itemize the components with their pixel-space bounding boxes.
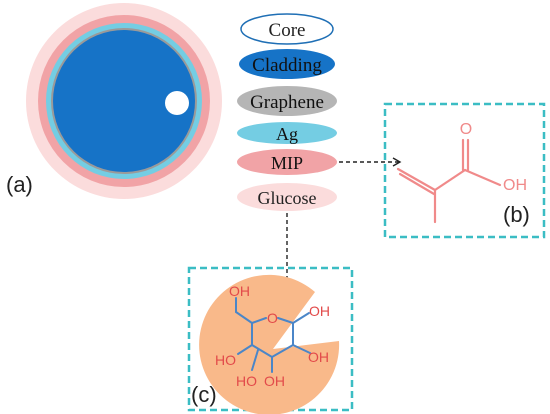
legend-graphene-ellipse xyxy=(237,86,337,116)
mac-hydroxyl: OH xyxy=(503,177,527,194)
bond-ch2-double-b xyxy=(398,172,436,196)
glu-bond-c2-oh xyxy=(292,344,311,354)
panel-label-b: (b) xyxy=(503,202,530,227)
glu-bond-c5-c6 xyxy=(235,311,253,324)
legend-cladding-label: Cladding xyxy=(252,55,322,76)
glucose-pie-shape xyxy=(199,274,340,414)
glu-bond-c1-oh xyxy=(292,312,310,324)
fiber-cladding xyxy=(53,30,195,172)
glucose-structure xyxy=(235,297,311,373)
fiber-core xyxy=(165,91,189,115)
methacrylic-acid-structure xyxy=(396,138,502,224)
glucose-ring-o: O xyxy=(267,310,278,326)
glu-bond-c4-ho-down xyxy=(251,349,259,371)
bond-ch2-double-a xyxy=(396,167,437,192)
legend-glucose-ellipse xyxy=(237,183,337,211)
fiber-cross-section xyxy=(26,3,222,199)
glucose-oh-top-right: OH xyxy=(309,303,330,319)
layer-legend: Core Cladding Graphene Ag MIP Glucose xyxy=(237,13,337,211)
glu-bond-c4-oh xyxy=(237,344,253,355)
glucose-ho-bottom: HO xyxy=(236,373,257,389)
panel-label-a: (a) xyxy=(6,172,33,197)
glucose-oh-bottom: OH xyxy=(264,373,285,389)
panel-label-c: (c) xyxy=(191,382,217,407)
bond-alpha-carbonyl xyxy=(433,168,467,192)
legend-core-ellipse xyxy=(240,13,334,45)
glucose-oh-top-left: OH xyxy=(229,283,250,299)
glucose-oh-right: OH xyxy=(308,349,329,365)
legend-core-label: Core xyxy=(269,20,306,41)
legend-mip-label: MIP xyxy=(271,153,303,173)
bond-c-oh xyxy=(463,168,502,187)
glu-bond-ring-o-c1 xyxy=(277,317,294,324)
panel-b-box xyxy=(383,102,546,239)
legend-mip-ellipse xyxy=(237,149,337,175)
legend-ag-label: Ag xyxy=(276,124,298,144)
glucose-ho-left: HO xyxy=(215,352,236,368)
glu-bond-c5-o xyxy=(251,317,267,324)
glu-bond-c3-c4 xyxy=(251,344,273,358)
mac-carbonyl-o: O xyxy=(460,121,472,138)
legend-ag-ellipse xyxy=(237,122,337,144)
glu-bond-c2-c3 xyxy=(271,344,294,358)
legend-glucose-label: Glucose xyxy=(258,188,317,208)
legend-graphene-label: Graphene xyxy=(250,92,324,113)
legend-cladding-ellipse xyxy=(239,49,335,79)
glucose-labels: OH OH O HO HO OH OH xyxy=(215,283,330,389)
